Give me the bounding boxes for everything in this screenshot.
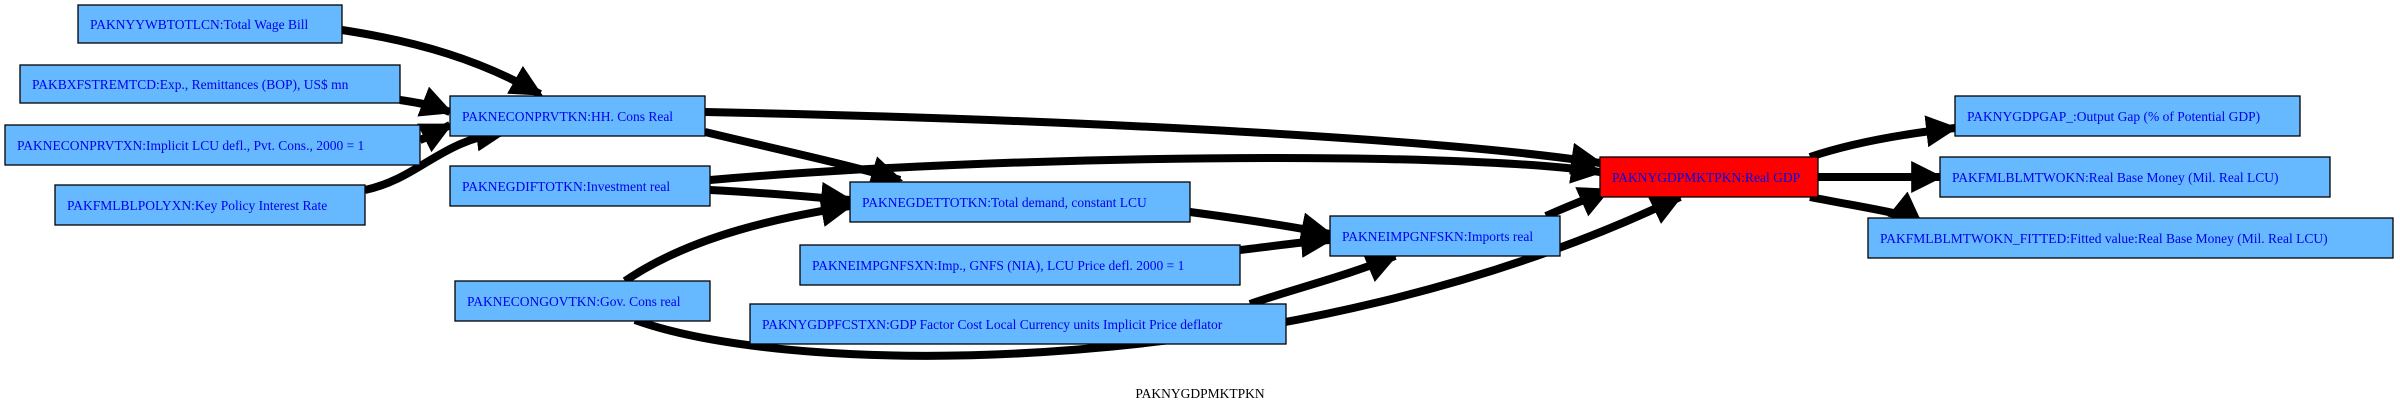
edge-inv-to-td <box>709 181 854 214</box>
node-box <box>449 165 711 207</box>
node-hh[interactable]: PAKNECONPRVTKN:HH. Cons Real <box>449 95 706 137</box>
edge-gov-to-td <box>622 195 854 285</box>
node-box <box>1939 156 2331 198</box>
nodes-layer: PAKNYYWBTOTLCN:Total Wage BillPAKBXFSTRE… <box>4 4 2394 345</box>
edge-remit-to-hh <box>399 86 453 117</box>
node-label: PAKNYYWBTOTLCN:Total Wage Bill <box>90 17 308 32</box>
node-box <box>19 64 401 104</box>
node-defl[interactable]: PAKNECONPRVTXN:Implicit LCU defl., Pvt. … <box>4 124 421 166</box>
edge-impd-to-imp <box>1239 225 1334 258</box>
node-policy[interactable]: PAKFMLBLPOLYXN:Key Policy Interest Rate <box>54 184 366 226</box>
node-gap[interactable]: PAKNYGDPGAP_:Output Gap (% of Potential … <box>1954 95 2301 137</box>
node-box <box>799 244 1241 286</box>
node-box <box>1954 95 2301 137</box>
node-label: PAKNYGDPGAP_:Output Gap (% of Potential … <box>1967 109 2260 124</box>
node-label: PAKFMLBLPOLYXN:Key Policy Interest Rate <box>67 198 327 213</box>
node-money[interactable]: PAKFMLBLMTWOKN:Real Base Money (Mil. Rea… <box>1939 156 2331 198</box>
node-label: PAKBXFSTREMTCD:Exp., Remittances (BOP), … <box>32 77 349 92</box>
edge-inv-to-gdp <box>709 152 1604 184</box>
node-label: PAKNYGDPFCSTXN:GDP Factor Cost Local Cur… <box>762 317 1223 332</box>
edge-gov-to-gdp <box>633 193 1683 360</box>
node-wage[interactable]: PAKNYYWBTOTLCN:Total Wage Bill <box>77 4 343 44</box>
node-box <box>77 4 343 44</box>
edge-imp-to-gdp <box>1544 186 1611 220</box>
node-label: PAKNYGDPMKTPKN:Real GDP <box>1612 170 1800 185</box>
node-impd[interactable]: PAKNEIMPGNFSXN:Imp., GNFS (NIA), LCU Pri… <box>799 244 1241 286</box>
node-label: PAKNECONPRVTXN:Implicit LCU defl., Pvt. … <box>17 138 364 153</box>
node-label: PAKNECONGOVTKN:Gov. Cons real <box>467 294 681 309</box>
node-label: PAKNEIMPGNFSKN:Imports real <box>1342 229 1533 244</box>
node-box <box>1599 156 1819 198</box>
node-box <box>54 184 366 226</box>
node-remit[interactable]: PAKBXFSTREMTCD:Exp., Remittances (BOP), … <box>19 64 401 104</box>
node-label: PAKNEGDETTOTKN:Total demand, constant LC… <box>862 195 1147 210</box>
node-box <box>1867 217 2394 259</box>
graph-caption: PAKNYGDPMKTPKN <box>1135 386 1265 401</box>
node-gov[interactable]: PAKNECONGOVTKN:Gov. Cons real <box>454 280 711 322</box>
edge-wage-to-hh <box>341 26 543 98</box>
edge-defl-to-hh <box>417 121 453 153</box>
node-gdpfc[interactable]: PAKNYGDPFCSTXN:GDP Factor Cost Local Cur… <box>749 303 1287 345</box>
node-box <box>1329 215 1561 257</box>
node-box <box>849 181 1191 223</box>
edge-gdpfc-to-imp <box>1248 252 1398 308</box>
node-td[interactable]: PAKNEGDETTOTKN:Total demand, constant LC… <box>849 181 1191 223</box>
node-box <box>4 124 421 166</box>
edge-hh-to-gdp <box>704 108 1604 175</box>
node-fitted[interactable]: PAKFMLBLMTWOKN_FITTED:Fitted value:Real … <box>1867 217 2394 259</box>
node-label: PAKNECONPRVTKN:HH. Cons Real <box>462 109 673 124</box>
node-label: PAKFMLBLMTWOKN:Real Base Money (Mil. Rea… <box>1952 170 2278 185</box>
node-box <box>454 280 711 322</box>
node-imp[interactable]: PAKNEIMPGNFSKN:Imports real <box>1329 215 1561 257</box>
edge-hh-to-td <box>704 128 904 188</box>
node-box <box>749 303 1287 345</box>
edge-gdp-to-gap <box>1808 115 1959 161</box>
node-label: PAKFMLBLMTWOKN_FITTED:Fitted value:Real … <box>1880 231 2328 246</box>
node-label: PAKNEIMPGNFSXN:Imp., GNFS (NIA), LCU Pri… <box>812 258 1184 273</box>
node-inv[interactable]: PAKNEGDIFTOTKN:Investment real <box>449 165 711 207</box>
node-label: PAKNEGDIFTOTKN:Investment real <box>462 179 670 194</box>
node-box <box>449 95 706 137</box>
edge-td-to-imp <box>1189 208 1334 245</box>
node-gdp[interactable]: PAKNYGDPMKTPKN:Real GDP <box>1599 156 1819 198</box>
